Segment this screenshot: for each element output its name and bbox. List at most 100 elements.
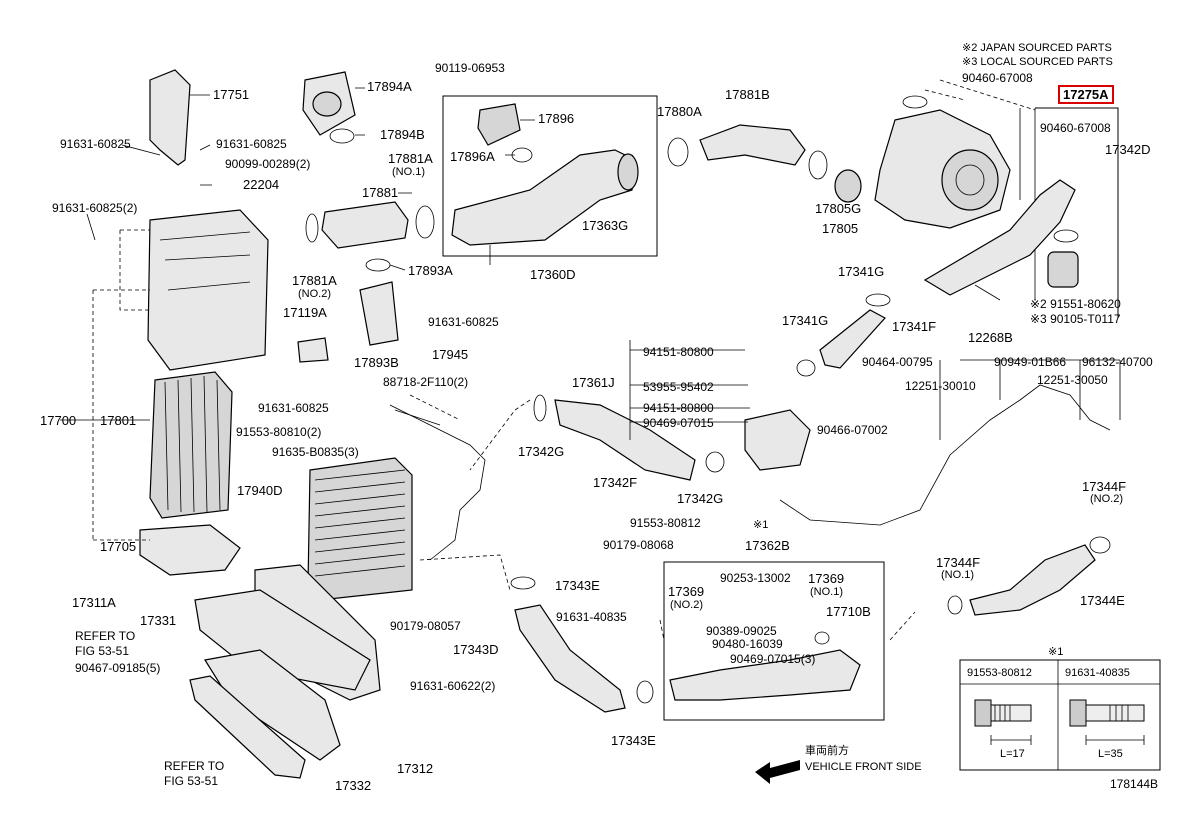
label-96132-40700[interactable]: 96132-40700 bbox=[1082, 355, 1153, 369]
label-17119a[interactable]: 17119A bbox=[283, 305, 327, 320]
label-17705[interactable]: 17705 bbox=[100, 539, 137, 554]
label-17312[interactable]: 17312 bbox=[397, 761, 434, 776]
label-91631-40835[interactable]: 91631-40835 bbox=[556, 610, 627, 624]
label-91631-60825-c[interactable]: 91631-60825 bbox=[258, 401, 329, 415]
label-94151-80800-a[interactable]: 94151-80800 bbox=[643, 345, 714, 359]
label-17275a-highlighted[interactable]: 17275A bbox=[1058, 85, 1114, 104]
label-17343e-a[interactable]: 17343E bbox=[555, 578, 600, 593]
label-17341f[interactable]: 17341F bbox=[892, 319, 937, 334]
label-90460-67008-a[interactable]: 90460-67008 bbox=[962, 71, 1033, 85]
pipe-17362b bbox=[669, 649, 861, 701]
label-91553-80812[interactable]: 91553-80812 bbox=[630, 516, 701, 530]
label-17369-no1[interactable]: 17369 bbox=[808, 571, 845, 586]
label-17881b[interactable]: 17881B bbox=[725, 87, 770, 102]
label-17344f-no1[interactable]: 17344F bbox=[936, 555, 981, 570]
label-17343e-b[interactable]: 17343E bbox=[611, 733, 656, 748]
label-17361j[interactable]: 17361J bbox=[572, 375, 615, 390]
label-17342g-a[interactable]: 17342G bbox=[518, 444, 565, 459]
label-17331[interactable]: 17331 bbox=[140, 613, 177, 628]
label-90467-09185[interactable]: 90467-09185(5) bbox=[75, 661, 161, 675]
label-17342d[interactable]: 17342D bbox=[1105, 142, 1151, 157]
label-53955-95402[interactable]: 53955-95402 bbox=[643, 380, 714, 394]
label-17893b[interactable]: 17893B bbox=[354, 355, 399, 370]
label-refer-to-b[interactable]: REFER TO bbox=[164, 759, 225, 773]
label-91631-60825-a[interactable]: 91631-60825 bbox=[60, 137, 131, 151]
label-17940d[interactable]: 17940D bbox=[237, 483, 283, 498]
label-90179-08057[interactable]: 90179-08057 bbox=[390, 619, 461, 633]
hose-17343d bbox=[514, 604, 626, 713]
bracket-17751 bbox=[149, 69, 191, 166]
label-91631-60825-d[interactable]: 91631-60825 bbox=[428, 315, 499, 329]
label-17805[interactable]: 17805 bbox=[822, 221, 859, 236]
label-90253-13002[interactable]: 90253-13002 bbox=[720, 571, 791, 585]
label-90099-00289[interactable]: 90099-00289(2) bbox=[225, 157, 311, 171]
label-17945[interactable]: 17945 bbox=[432, 347, 469, 362]
label-88718[interactable]: 88718-2F110(2) bbox=[383, 375, 469, 389]
label-17881a-no1[interactable]: 17881A bbox=[388, 151, 433, 166]
label-17894b[interactable]: 17894B bbox=[380, 127, 425, 142]
inset-len2: L=35 bbox=[1098, 748, 1123, 760]
label-17342f[interactable]: 17342F bbox=[593, 475, 638, 490]
air-filter-element bbox=[149, 371, 233, 519]
label-17341g-a[interactable]: 17341G bbox=[838, 264, 885, 279]
label-17893a[interactable]: 17893A bbox=[408, 263, 453, 278]
label-17362b[interactable]: 17362B bbox=[745, 538, 790, 553]
fastener-inset bbox=[959, 659, 1161, 771]
label-17805g[interactable]: 17805G bbox=[815, 201, 862, 216]
label-17343d[interactable]: 17343D bbox=[453, 642, 499, 657]
label-17700[interactable]: 17700 bbox=[40, 413, 77, 428]
label-17801[interactable]: 17801 bbox=[100, 413, 137, 428]
label-star1-a: ※1 bbox=[753, 519, 769, 531]
label-22204[interactable]: 22204 bbox=[243, 177, 280, 192]
label-17344f-no2[interactable]: 17344F bbox=[1082, 479, 1127, 494]
label-17363g[interactable]: 17363G bbox=[582, 218, 629, 233]
label-90460-67008-b[interactable]: 90460-67008 bbox=[1040, 121, 1111, 135]
label-90105-t0117[interactable]: ※3 90105-T0117 bbox=[1030, 312, 1121, 326]
pipe-17361j bbox=[744, 409, 811, 471]
label-90469-07015-3[interactable]: 90469-07015(3) bbox=[730, 652, 816, 666]
label-17360d[interactable]: 17360D bbox=[530, 267, 576, 282]
label-90480-16039[interactable]: 90480-16039 bbox=[712, 637, 783, 651]
label-90119-06953[interactable]: 90119-06953 bbox=[435, 61, 505, 75]
label-90389-09025[interactable]: 90389-09025 bbox=[706, 624, 777, 638]
shield-17331 bbox=[194, 589, 371, 691]
label-17710b[interactable]: 17710B bbox=[826, 604, 871, 619]
label-fig-a[interactable]: FIG 53-51 bbox=[75, 644, 130, 658]
label-17881[interactable]: 17881 bbox=[362, 185, 399, 200]
label-17894a[interactable]: 17894A bbox=[367, 79, 412, 94]
inset-col2[interactable]: 91631-40835 bbox=[1065, 667, 1130, 679]
label-90179-08068[interactable]: 90179-08068 bbox=[603, 538, 674, 552]
box-17360d bbox=[442, 95, 658, 257]
label-90469-07015[interactable]: 90469-07015 bbox=[643, 416, 714, 430]
label-17341g-b[interactable]: 17341G bbox=[782, 313, 829, 328]
label-fig-b[interactable]: FIG 53-51 bbox=[164, 774, 219, 788]
inset-col1[interactable]: 91553-80812 bbox=[967, 667, 1032, 679]
label-91551-80620[interactable]: ※2 91551-80620 bbox=[1030, 297, 1121, 311]
label-17369-no2[interactable]: 17369 bbox=[668, 584, 705, 599]
label-17332[interactable]: 17332 bbox=[335, 778, 372, 793]
label-17311a[interactable]: 17311A bbox=[72, 595, 116, 610]
label-12251-30050[interactable]: 12251-30050 bbox=[1037, 373, 1108, 387]
label-no1-c: (NO.1) bbox=[810, 586, 843, 598]
label-90466-07002[interactable]: 90466-07002 bbox=[817, 423, 888, 437]
label-17344e[interactable]: 17344E bbox=[1080, 593, 1125, 608]
label-17896[interactable]: 17896 bbox=[538, 111, 575, 126]
label-12251-30010[interactable]: 12251-30010 bbox=[905, 379, 976, 393]
label-no2-c: (NO.2) bbox=[670, 599, 703, 611]
label-91553-80810[interactable]: 91553-80810(2) bbox=[236, 425, 322, 439]
label-91631-60622[interactable]: 91631-60622(2) bbox=[410, 679, 496, 693]
label-17751[interactable]: 17751 bbox=[213, 87, 250, 102]
label-91635-b0835[interactable]: 91635-B0835(3) bbox=[272, 445, 359, 459]
label-17896a[interactable]: 17896A bbox=[450, 149, 495, 164]
label-17881a-no2[interactable]: 17881A bbox=[292, 273, 337, 288]
label-12268b[interactable]: 12268B bbox=[968, 330, 1013, 345]
label-94151-80800-b[interactable]: 94151-80800 bbox=[643, 401, 714, 415]
label-91631-60825-2[interactable]: 91631-60825(2) bbox=[52, 201, 138, 215]
label-90949-01b66[interactable]: 90949-01B66 bbox=[994, 355, 1067, 369]
label-17342g-b[interactable]: 17342G bbox=[677, 491, 724, 506]
label-refer-to-a[interactable]: REFER TO bbox=[75, 629, 136, 643]
label-90464-00795[interactable]: 90464-00795 bbox=[862, 355, 933, 369]
label-17880a[interactable]: 17880A bbox=[657, 104, 702, 119]
label-91631-60825-b[interactable]: 91631-60825 bbox=[216, 137, 287, 151]
